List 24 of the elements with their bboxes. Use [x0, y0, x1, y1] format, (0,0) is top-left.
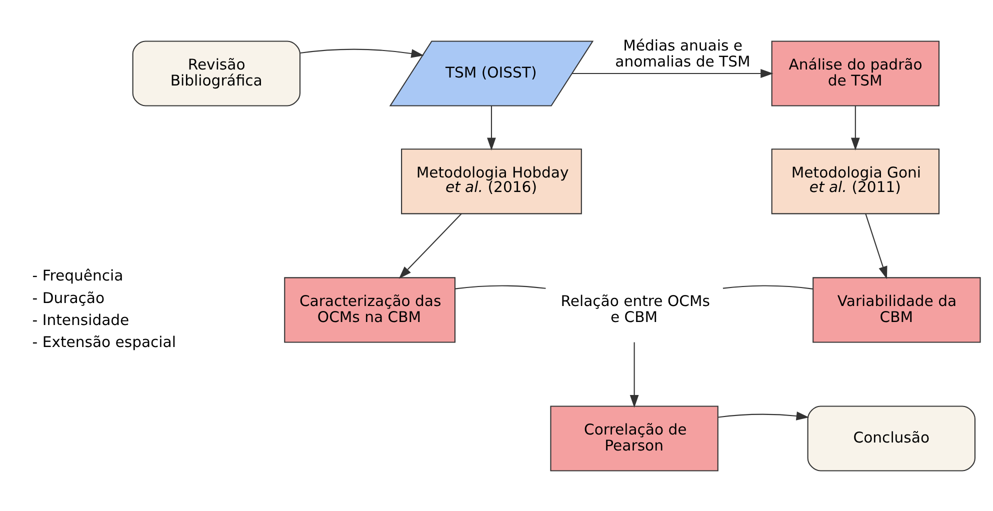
node-box: Metodologia Hobday et al. (2016): [401, 148, 582, 214]
node-box: Caracterização das OCMs na CBM: [284, 276, 456, 342]
node-box: Revisão Bibliográfica: [132, 40, 300, 106]
label: - Intensidade: [32, 311, 130, 328]
node-box: Conclusão: [807, 405, 976, 471]
arrow: [850, 106, 860, 150]
node-box: Metodologia Goni et al. (2011): [771, 148, 940, 214]
label: - Extensão espacial: [32, 334, 176, 351]
node-box: Correlação de Pearson: [550, 405, 718, 471]
arrow: [572, 68, 774, 78]
arrow: [718, 411, 810, 420]
label: - Frequência: [32, 267, 124, 284]
connector: [454, 284, 546, 289]
arrow: [865, 213, 888, 279]
arrow: [398, 212, 462, 278]
arrow: [487, 106, 496, 150]
edge-label: Médias anuais e anomalias de TSM: [615, 36, 750, 70]
label: - Duração: [32, 289, 105, 306]
connector: [722, 284, 813, 289]
node-box: Variabilidade da CBM: [812, 276, 981, 342]
node-text: Relação entre OCMs e CBM: [560, 292, 710, 326]
arrow: [300, 48, 424, 58]
node-box: Análise do padrão de TSM: [771, 40, 940, 106]
arrow: [630, 342, 639, 408]
